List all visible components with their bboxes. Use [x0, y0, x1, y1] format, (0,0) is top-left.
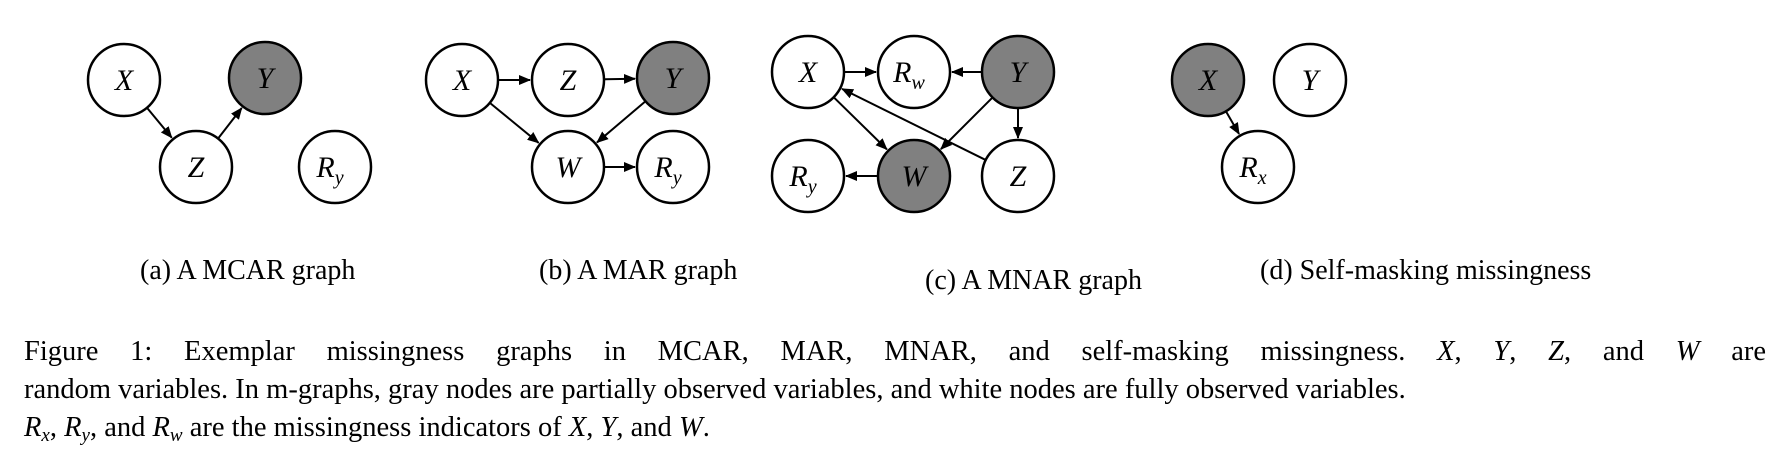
edge-b-Y-W	[596, 101, 646, 144]
node-circle	[1272, 42, 1348, 118]
edge-b-Z-Y	[604, 73, 637, 84]
node-b-Ry: Ry	[635, 129, 711, 205]
graph-d: X Y Rx	[1170, 42, 1348, 205]
node-label: Y	[257, 62, 277, 95]
node-d-Rx: Rx	[1220, 129, 1296, 205]
node-circle	[1170, 42, 1246, 118]
node-c-Ry: Ry	[770, 138, 846, 214]
node-label: Ry	[315, 151, 343, 189]
edge-c-Z-X	[841, 87, 986, 161]
node-circle	[770, 138, 846, 214]
node-label: Rx	[1238, 151, 1266, 189]
node-b-Z: Z	[530, 42, 606, 118]
edge-b-X-W	[489, 102, 540, 144]
subcaption-a: (a) A MCAR graph	[140, 255, 356, 286]
node-circle	[980, 34, 1056, 110]
subcaption-d: (d) Self-masking missingness	[1260, 255, 1592, 286]
node-circle	[297, 129, 373, 205]
node-label: X	[114, 64, 135, 97]
edge-c-Y-W	[940, 97, 993, 150]
node-label: Rw	[892, 56, 925, 94]
node-label: Z	[560, 64, 577, 97]
node-circle	[1220, 129, 1296, 205]
node-circle	[770, 34, 846, 110]
node-label: Ry	[653, 151, 681, 189]
edge-a-X-Z	[146, 107, 173, 139]
node-label: Z	[1010, 160, 1027, 193]
graph-b: X Z Y W Ry	[424, 40, 711, 205]
node-a-Ry: Ry	[297, 129, 373, 205]
edge-a-Z-Y	[217, 107, 243, 139]
node-b-W: W	[530, 129, 606, 205]
edge-d-X-Rx	[1225, 111, 1240, 135]
node-circle	[530, 42, 606, 118]
node-c-W: W	[876, 138, 952, 214]
node-circle	[635, 129, 711, 205]
node-a-X: X	[86, 42, 162, 118]
node-circle	[876, 138, 952, 214]
caption-line-3: Rx, Ry, and Rw are the missingness indic…	[24, 412, 710, 446]
node-label: Z	[188, 151, 205, 184]
caption-line-1: Figure 1: Exemplar missingness graphs in…	[24, 336, 1766, 367]
edge-c-X-W	[833, 97, 888, 151]
node-d-X: X	[1170, 42, 1246, 118]
node-circle	[227, 40, 303, 116]
node-label: Y	[1302, 64, 1322, 97]
node-a-Y: Y	[227, 40, 303, 116]
subcaption-b: (b) A MAR graph	[539, 255, 738, 286]
node-circle	[980, 138, 1056, 214]
node-label: Y	[1010, 56, 1030, 89]
subcaption-c: (c) A MNAR graph	[925, 265, 1142, 296]
node-label: X	[452, 64, 473, 97]
node-c-X: X	[770, 34, 846, 110]
node-circle	[424, 42, 500, 118]
node-circle	[86, 42, 162, 118]
missingness-graphs-figure: X Y Z Ry X Z Y W Ry X Rw Y Ry W Z X Y Rx	[86, 34, 1348, 214]
caption-line-2: random variables. In m-graphs, gray node…	[24, 374, 1406, 405]
node-c-Z: Z	[980, 138, 1056, 214]
node-c-Y: Y	[980, 34, 1056, 110]
node-d-Y: Y	[1272, 42, 1348, 118]
graph-c: X Rw Y Ry W Z	[770, 34, 1056, 214]
node-circle	[158, 129, 234, 205]
node-circle	[635, 40, 711, 116]
node-label: X	[798, 56, 819, 89]
node-circle	[876, 34, 952, 110]
node-b-Y: Y	[635, 40, 711, 116]
node-label: W	[902, 160, 930, 193]
node-label: Y	[665, 62, 685, 95]
figure-caption: Figure 1: Exemplar missingness graphs in…	[24, 333, 1766, 447]
node-circle	[530, 129, 606, 205]
graph-a: X Y Z Ry	[86, 40, 373, 205]
node-label: X	[1198, 64, 1219, 97]
node-b-X: X	[424, 42, 500, 118]
node-label: W	[556, 151, 584, 184]
node-c-Rw: Rw	[876, 34, 952, 110]
node-label: Ry	[788, 160, 816, 198]
node-a-Z: Z	[158, 129, 234, 205]
